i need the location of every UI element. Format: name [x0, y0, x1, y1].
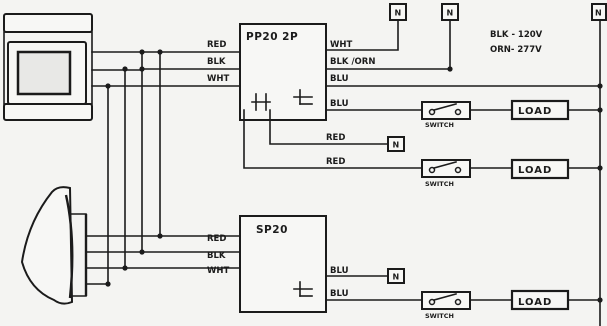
- sp20-red-label: RED: [207, 234, 226, 244]
- sp20-title: SP20: [256, 224, 288, 236]
- svg-text:N: N: [393, 273, 400, 282]
- load-3: LOAD: [510, 289, 570, 311]
- svg-text:N: N: [395, 9, 402, 18]
- switch-2: SWITCH: [421, 159, 471, 188]
- pp20-blk-orn-label: BLK /ORN: [330, 57, 375, 67]
- pp20-module: PP20 2P: [239, 23, 327, 121]
- neutral-terminal-4: N: [387, 268, 405, 284]
- load-1: LOAD: [510, 99, 570, 121]
- load-2: LOAD: [510, 158, 570, 180]
- pp20-blu-label-2: BLU: [330, 99, 349, 109]
- pp20-red-out-label-1: RED: [326, 133, 345, 143]
- svg-text:LOAD: LOAD: [518, 297, 552, 308]
- sp20-blu-label-2: BLU: [330, 289, 349, 299]
- svg-text:LOAD: LOAD: [518, 106, 552, 117]
- neutral-terminal-1: N: [389, 3, 407, 21]
- pp20-red-label: RED: [207, 40, 226, 50]
- neutral-terminal-2: N: [441, 3, 459, 21]
- svg-text:SWITCH: SWITCH: [425, 121, 454, 129]
- pp20-blu-label-1: BLU: [330, 74, 349, 84]
- svg-text:SWITCH: SWITCH: [425, 180, 454, 188]
- switch-3: SWITCH: [421, 291, 471, 320]
- sp20-module: SP20: [239, 215, 327, 313]
- ceiling-sensor: [20, 186, 88, 305]
- sp20-blu-label-1: BLU: [330, 266, 349, 276]
- svg-text:LOAD: LOAD: [518, 165, 552, 176]
- pp20-wht-out-label: WHT: [330, 40, 352, 50]
- svg-text:N: N: [393, 141, 400, 150]
- sp20-wht-label: WHT: [207, 266, 229, 276]
- pp20-wht-label: WHT: [207, 74, 229, 84]
- pp20-blk-label: BLK: [207, 57, 226, 67]
- svg-text:SWITCH: SWITCH: [425, 312, 454, 320]
- legend-line-2: ORN- 277V: [490, 45, 542, 55]
- pp20-title: PP20 2P: [246, 31, 298, 43]
- legend-line-1: BLK - 120V: [490, 30, 543, 40]
- svg-text:N: N: [447, 9, 454, 18]
- svg-text:N: N: [595, 9, 602, 18]
- neutral-terminal-3: N: [387, 136, 405, 152]
- switch-1: SWITCH: [421, 101, 471, 129]
- wall-switch-sensor: [3, 13, 93, 121]
- sp20-blk-label: BLK: [207, 251, 226, 261]
- pp20-red-out-label-2: RED: [326, 157, 345, 167]
- neutral-terminal-5: N: [591, 3, 607, 21]
